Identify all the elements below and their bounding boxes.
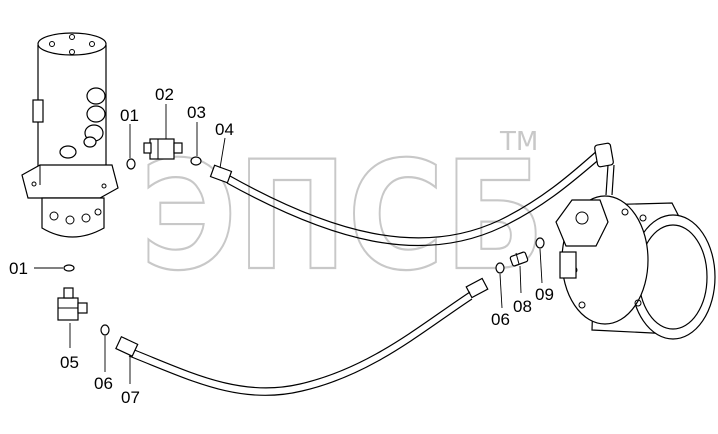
o-ring-03 xyxy=(190,156,202,166)
callout-05: 05 xyxy=(60,353,79,372)
elbow-fitting-05 xyxy=(57,287,88,321)
callouts: 01 02 03 04 01 05 06 07 06 08 09 xyxy=(9,85,554,407)
o-ring-09 xyxy=(535,237,545,249)
callout-02: 02 xyxy=(155,85,174,104)
watermark-trademark: TM xyxy=(499,127,538,157)
callout-09: 09 xyxy=(535,285,554,304)
callout-08: 08 xyxy=(513,297,532,316)
callout-01-lower: 01 xyxy=(9,259,28,278)
o-ring-06-left xyxy=(100,324,110,336)
adapter-08 xyxy=(509,251,529,267)
watermark: ЭПСБ TM xyxy=(139,127,546,305)
callout-06-left: 06 xyxy=(94,374,113,393)
o-ring-01-lower xyxy=(63,264,75,272)
o-ring-01-upper xyxy=(126,158,136,170)
hose-04 xyxy=(209,142,615,247)
callout-03: 03 xyxy=(187,103,206,122)
callout-06-right: 06 xyxy=(491,310,510,329)
o-ring-06-right xyxy=(495,262,505,274)
swivel-joint xyxy=(21,32,119,238)
hose-07 xyxy=(115,277,489,397)
callout-01-upper: 01 xyxy=(120,106,139,125)
elbow-fitting-02 xyxy=(143,138,183,160)
leader-lines xyxy=(34,104,543,384)
watermark-text: ЭПСБ xyxy=(140,130,545,304)
travel-motor xyxy=(555,195,716,340)
callout-04: 04 xyxy=(215,120,234,139)
callout-07: 07 xyxy=(121,388,140,407)
